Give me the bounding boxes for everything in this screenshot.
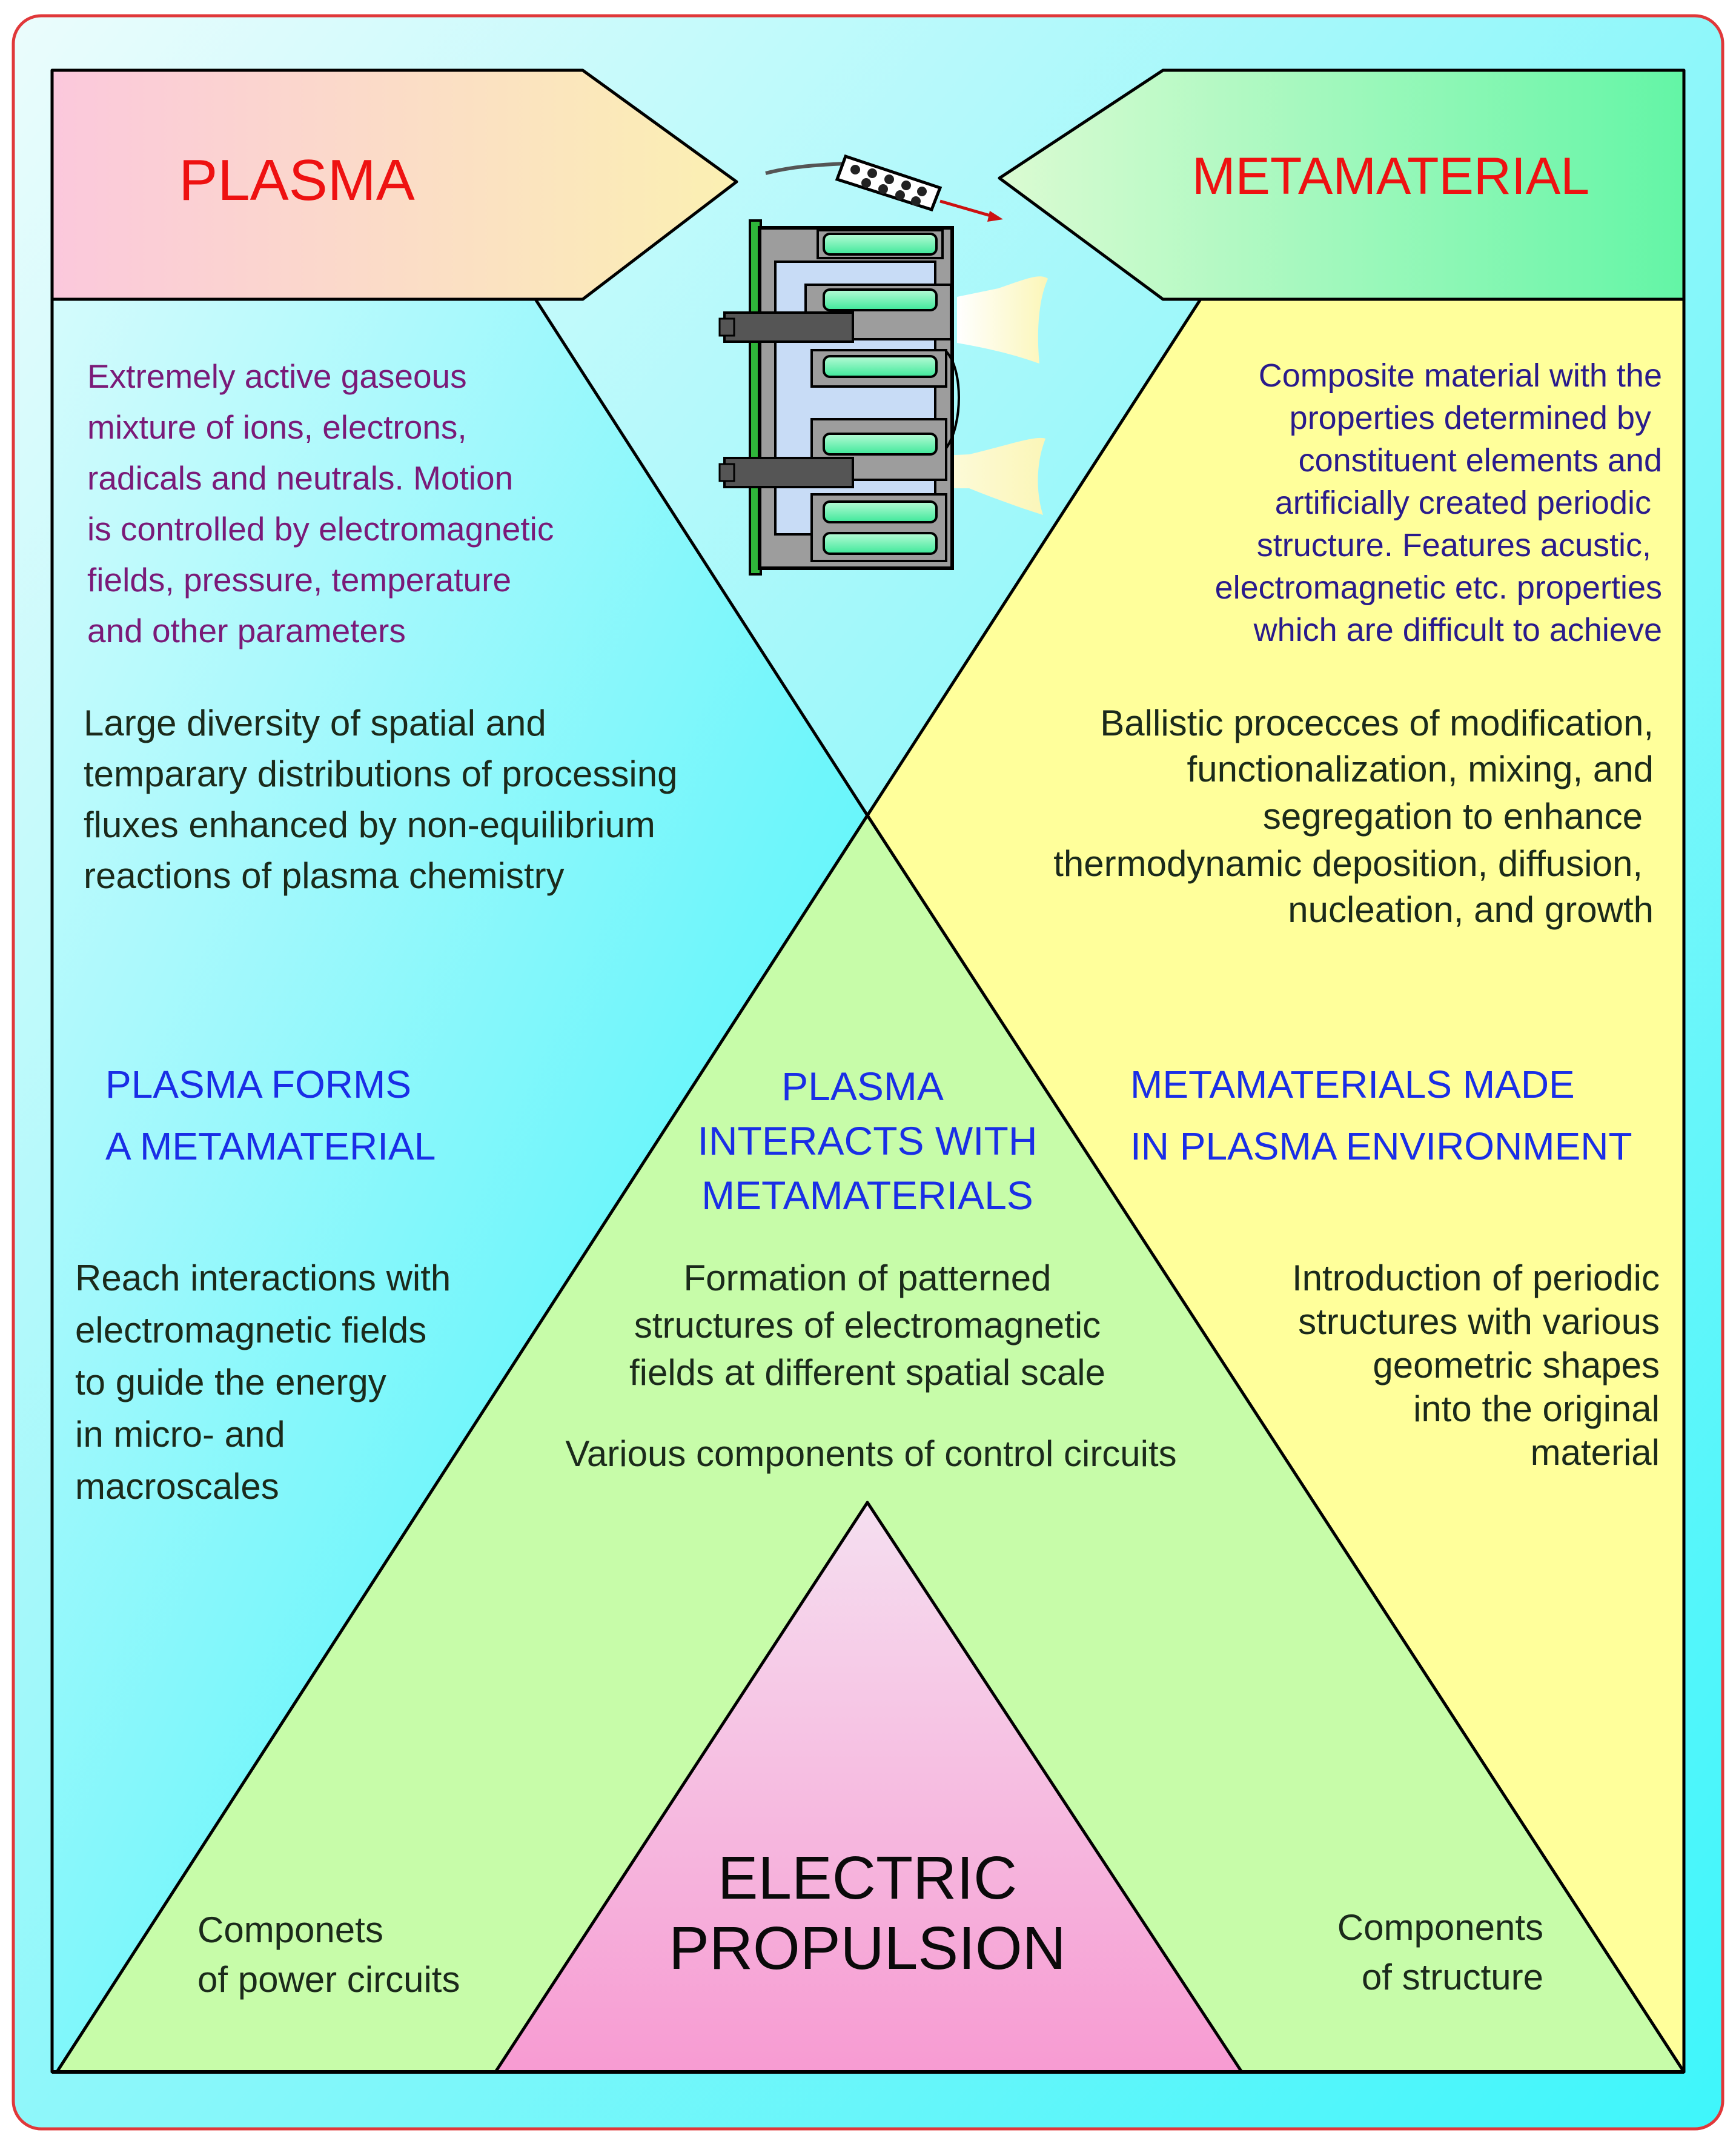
metamaterial-processing-line: nucleation, and growth — [1288, 889, 1654, 930]
power-circuits-line: Componets — [197, 1910, 383, 1950]
coil-2 — [823, 288, 938, 311]
probe-icon — [765, 154, 1003, 222]
structure-line: of structure — [1362, 1957, 1543, 1997]
plasma-banner — [50, 68, 738, 301]
plasma-processing-line: Large diversity of spatial and — [84, 703, 546, 743]
metamaterial-processing: Ballistic procecces of modification, fun… — [1053, 703, 1654, 930]
electric-propulsion-label: ELECTRIC PROPULSION — [669, 1844, 1066, 1982]
metamaterial-processing-line: thermodynamic deposition, diffusion, — [1053, 843, 1643, 884]
plasma-plume-upper — [957, 276, 1048, 363]
left-body-line: to guide the energy — [75, 1362, 386, 1402]
right-body-line: material — [1531, 1432, 1660, 1473]
metamaterial-definition-line: constituent elements and — [1299, 442, 1662, 479]
center-body-line: Formation of patterned — [683, 1258, 1051, 1298]
structure-label: Components of structure — [1337, 1907, 1543, 1997]
electrode-lower — [723, 457, 854, 488]
plasma-definition-line: Extremely active gaseous — [87, 357, 467, 395]
metamaterial-definition-line: Composite material with the — [1259, 357, 1662, 394]
metamaterial-definition-line: which are difficult to achieve — [1253, 612, 1662, 648]
metamaterial-processing-line: functionalization, mixing, and — [1187, 749, 1654, 789]
plasma-processing-line: fluxes enhanced by non-equilibrium — [84, 805, 655, 845]
center-body-line: structures of electromagnetic — [634, 1305, 1101, 1346]
right-body-line: Introduction of periodic — [1292, 1258, 1660, 1298]
power-circuits-label: Componets of power circuits — [197, 1910, 460, 2000]
left-heading-line: PLASMA FORMS — [105, 1063, 411, 1106]
left-section-heading: PLASMA FORMS A METAMATERIAL — [105, 1063, 436, 1168]
left-body-line: electromagnetic fields — [75, 1310, 426, 1350]
metamaterial-processing-line: segregation to enhance — [1263, 796, 1643, 837]
thruster-illustration — [718, 154, 1048, 576]
coil-1 — [823, 233, 938, 256]
center-heading-line: INTERACTS WITH — [698, 1118, 1038, 1163]
plasma-definition-line: is controlled by electromagnetic — [87, 510, 554, 548]
plasma-definition-line: and other parameters — [87, 612, 406, 649]
plasma-definition-line: radicals and neutrals. Motion — [87, 459, 513, 497]
center-body-line: fields at different spatial scale — [629, 1352, 1105, 1393]
coil-5 — [823, 500, 938, 523]
left-heading-line: A METAMATERIAL — [105, 1124, 436, 1168]
metamaterial-processing-line: Ballistic procecces of modification, — [1100, 703, 1654, 743]
structure-line: Components — [1337, 1907, 1543, 1948]
left-body-line: Reach interactions with — [75, 1258, 451, 1298]
plasma-definition-line: mixture of ions, electrons, — [87, 408, 467, 446]
center-circuits-label: Various components of control circuits — [565, 1433, 1176, 1474]
electrode-upper — [723, 311, 854, 343]
metamaterial-definition-line: properties determined by — [1290, 400, 1651, 436]
center-heading-line: PLASMA — [781, 1064, 944, 1109]
right-section-body: Introduction of periodic structures with… — [1292, 1258, 1660, 1473]
plasma-definition: Extremely active gaseous mixture of ions… — [87, 357, 554, 649]
power-circuits-line: of power circuits — [197, 1959, 460, 2000]
plasma-processing-line: reactions of plasma chemistry — [84, 855, 565, 896]
coil-4 — [823, 433, 938, 456]
coil-6 — [823, 532, 938, 555]
coil-3 — [823, 355, 938, 378]
right-body-line: into the original — [1413, 1389, 1660, 1429]
electric-propulsion-line: ELECTRIC — [718, 1844, 1018, 1912]
metamaterial-definition-line: artificially created periodic — [1275, 485, 1651, 521]
left-section-body: Reach interactions with electromagnetic … — [75, 1258, 451, 1507]
right-heading-line: IN PLASMA ENVIRONMENT — [1130, 1124, 1632, 1168]
left-body-line: macroscales — [75, 1466, 279, 1507]
center-section-heading: PLASMA INTERACTS WITH METAMATERIALS — [698, 1064, 1038, 1218]
center-heading-line: METAMATERIALS — [701, 1173, 1033, 1218]
metamaterial-title: METAMATERIAL — [1192, 147, 1589, 205]
metamaterial-definition: Composite material with the properties d… — [1215, 357, 1662, 648]
metamaterial-definition-line: electromagnetic etc. properties — [1215, 569, 1662, 606]
electric-propulsion-line: PROPULSION — [669, 1914, 1066, 1982]
plasma-title: PLASMA — [179, 148, 414, 213]
plasma-processing: Large diversity of spatial and temparary… — [84, 703, 677, 896]
right-body-line: structures with various — [1298, 1301, 1660, 1342]
right-body-line: geometric shapes — [1373, 1345, 1660, 1386]
metamaterial-banner — [998, 68, 1686, 301]
center-section-body: Formation of patterned structures of ele… — [565, 1258, 1176, 1474]
plasma-processing-line: temparary distributions of processing — [84, 754, 677, 794]
right-section-heading: METAMATERIALS MADE IN PLASMA ENVIRONMENT — [1130, 1063, 1632, 1168]
plasma-definition-line: fields, pressure, temperature — [87, 561, 511, 599]
right-heading-line: METAMATERIALS MADE — [1130, 1063, 1575, 1106]
metamaterial-definition-line: structure. Features acustic, — [1257, 527, 1651, 563]
left-body-line: in micro- and — [75, 1414, 285, 1455]
